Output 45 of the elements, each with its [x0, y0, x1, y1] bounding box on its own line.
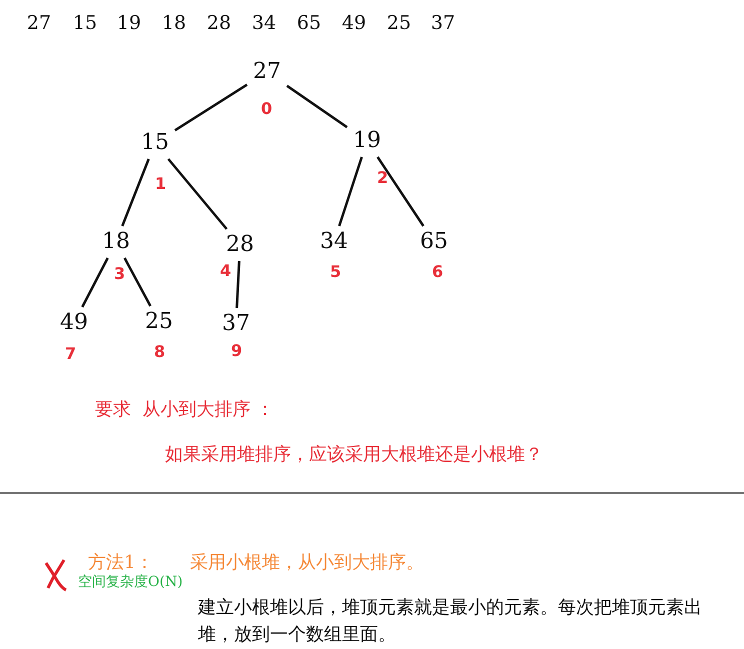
tree-value: 19: [352, 128, 382, 154]
array-value: 49: [340, 12, 368, 34]
array-value: 27: [26, 12, 52, 34]
tree-value: 18: [101, 229, 131, 255]
tree-value: 28: [225, 232, 255, 258]
tree-branch: [121, 158, 150, 226]
array-value: 18: [160, 12, 188, 34]
array-value: 34: [250, 12, 278, 34]
tree-value: 27: [252, 59, 282, 85]
array-value: 37: [430, 12, 456, 34]
tree-branch: [81, 257, 109, 308]
tree-value: 49: [59, 310, 89, 336]
array-value: 19: [116, 12, 142, 34]
explanation-text: 建立小根堆以后，堆顶元素就是最小的元素。每次把堆顶元素出堆，放到一个数组里面。: [198, 596, 703, 647]
tree-value: 25: [144, 309, 174, 335]
tree-branch: [286, 84, 348, 128]
index-label: 7: [65, 344, 76, 363]
tree-branch: [167, 158, 228, 230]
array-value: 15: [72, 12, 98, 34]
index-label: 5: [330, 262, 342, 281]
question-text: 如果采用堆排序，应该采用大根堆还是小根堆？: [165, 443, 543, 466]
complexity-note: 空间复杂度O(N): [78, 573, 183, 591]
array-value: 28: [206, 12, 232, 34]
method-label: 方法1：: [88, 551, 154, 574]
index-label: 9: [231, 341, 242, 360]
index-label: 8: [154, 342, 166, 361]
tree-value: 15: [140, 130, 170, 156]
tree-branch: [376, 156, 424, 227]
index-label: 2: [377, 168, 388, 187]
array-value: 25: [386, 12, 412, 34]
tree-branch: [338, 156, 363, 226]
index-label: 0: [261, 99, 272, 118]
index-label: 4: [220, 261, 232, 280]
tree-value: 34: [319, 229, 349, 255]
tree-branch: [174, 84, 248, 132]
index-label: 3: [114, 264, 126, 283]
index-label: 1: [155, 174, 166, 193]
array-value: 65: [296, 12, 322, 34]
requirement-text: 要求 从小到大排序 ：: [95, 398, 274, 421]
tree-branch: [236, 260, 240, 308]
method-text: 采用小根堆，从小到大排序。: [190, 551, 424, 574]
tree-value: 37: [221, 311, 251, 337]
index-label: 6: [432, 262, 444, 281]
tree-branch: [124, 257, 152, 307]
tree-value: 65: [419, 229, 449, 255]
